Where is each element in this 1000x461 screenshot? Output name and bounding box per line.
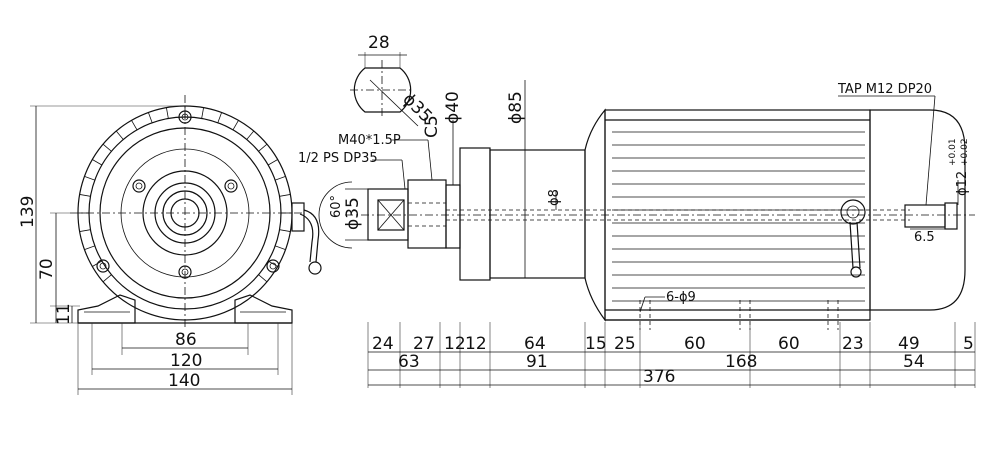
front-view: 86 120 140 139 70 11 (18, 95, 322, 395)
shaft-section-detail: 28 ϕ35 (350, 33, 436, 127)
tolerance-lower: +0.02 (960, 138, 970, 166)
thread-callout: M40*1.5P (338, 133, 401, 148)
shaft-width-28: 28 (368, 33, 390, 53)
cable (303, 209, 320, 263)
dim-23: 23 (842, 334, 864, 354)
pipe-tap-callout: 1/2 PS DP35 (298, 151, 378, 166)
front-body (459, 147, 491, 281)
front-dim-120: 120 (170, 351, 202, 371)
dim-54: 54 (903, 352, 925, 372)
body-diameter: ϕ85 (506, 91, 526, 124)
dim-376: 376 (643, 367, 675, 387)
cable-lug-icon (308, 261, 322, 275)
dim-25: 25 (614, 334, 636, 354)
front-dim-139: 139 (18, 196, 38, 228)
front-dim-70: 70 (37, 258, 57, 280)
mount-hole-callout: 6-ϕ9 (666, 290, 696, 305)
rear-shaft-diameter: ϕ12 (955, 171, 970, 196)
front-dim-86: 86 (175, 330, 197, 350)
dim-5: 5 (963, 334, 974, 354)
rear-length: 6.5 (914, 230, 935, 245)
front-dim-140: 140 (168, 371, 200, 391)
body-ribs (612, 131, 865, 302)
threaded-section (407, 179, 447, 249)
right-foot (234, 294, 293, 324)
dim-91: 91 (526, 352, 548, 372)
angle-callout: 60° (329, 195, 344, 218)
spindle-housing (489, 149, 586, 279)
rear-tap-callout: TAP M12 DP20 (837, 82, 932, 97)
terminal-box (291, 202, 305, 232)
dim-63: 63 (398, 352, 420, 372)
nose (367, 188, 409, 241)
rear-cover (869, 109, 966, 311)
dim-15: 15 (585, 334, 607, 354)
tolerance-upper: +0.01 (948, 138, 958, 166)
cable-gland-icon (840, 199, 866, 225)
dim-12a: 12 (444, 334, 466, 354)
side-cable (849, 221, 861, 269)
dim-27: 27 (413, 334, 435, 354)
boss (445, 184, 461, 249)
end-diameter: ϕ35 (343, 197, 363, 230)
dim-12b: 12 (465, 334, 487, 354)
chamfer-callout: C5 (422, 115, 442, 138)
cooling-fins (78, 106, 292, 283)
rear-shaft (904, 204, 946, 228)
boss-diameter: ϕ40 (443, 91, 463, 124)
side-dimension-lines (367, 322, 976, 388)
dim-49: 49 (898, 334, 920, 354)
dim-60a: 60 (684, 334, 706, 354)
dim-64: 64 (524, 334, 546, 354)
left-foot (77, 294, 136, 324)
side-view: M40*1.5P 1/2 PS DP35 C5 ϕ40 ϕ85 ϕ8 60° ϕ… (298, 80, 976, 388)
dim-24: 24 (372, 334, 394, 354)
dim-60b: 60 (778, 334, 800, 354)
front-dim-11: 11 (54, 303, 74, 325)
dim-168: 168 (725, 352, 757, 372)
bolt-holes (96, 110, 280, 279)
bore-diameter: ϕ8 (547, 189, 562, 206)
